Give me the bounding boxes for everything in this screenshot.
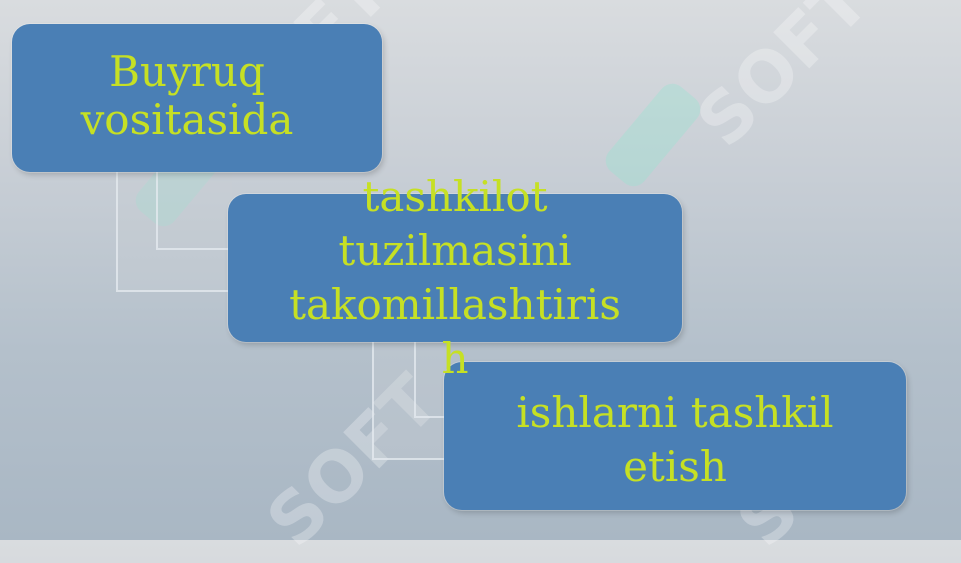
connector-1-2-inner <box>156 172 232 250</box>
connector-2-3-inner <box>414 342 448 418</box>
diagram-box-2 <box>228 194 682 342</box>
diagram-box-1-text: Buyruq vositasida <box>80 47 294 144</box>
connector-1-2-outer <box>116 172 232 292</box>
diagram-box-3-text: ishlarni tashkil etish <box>516 388 834 491</box>
connector-2-3-outer <box>372 342 448 460</box>
diagram-box-2-text: tashkilot tuzilmasini takomillashtiris h <box>289 172 621 383</box>
watermark-text: SOFT <box>681 0 885 163</box>
diagram-box-3 <box>444 362 906 510</box>
diagram-box-1 <box>12 24 382 172</box>
